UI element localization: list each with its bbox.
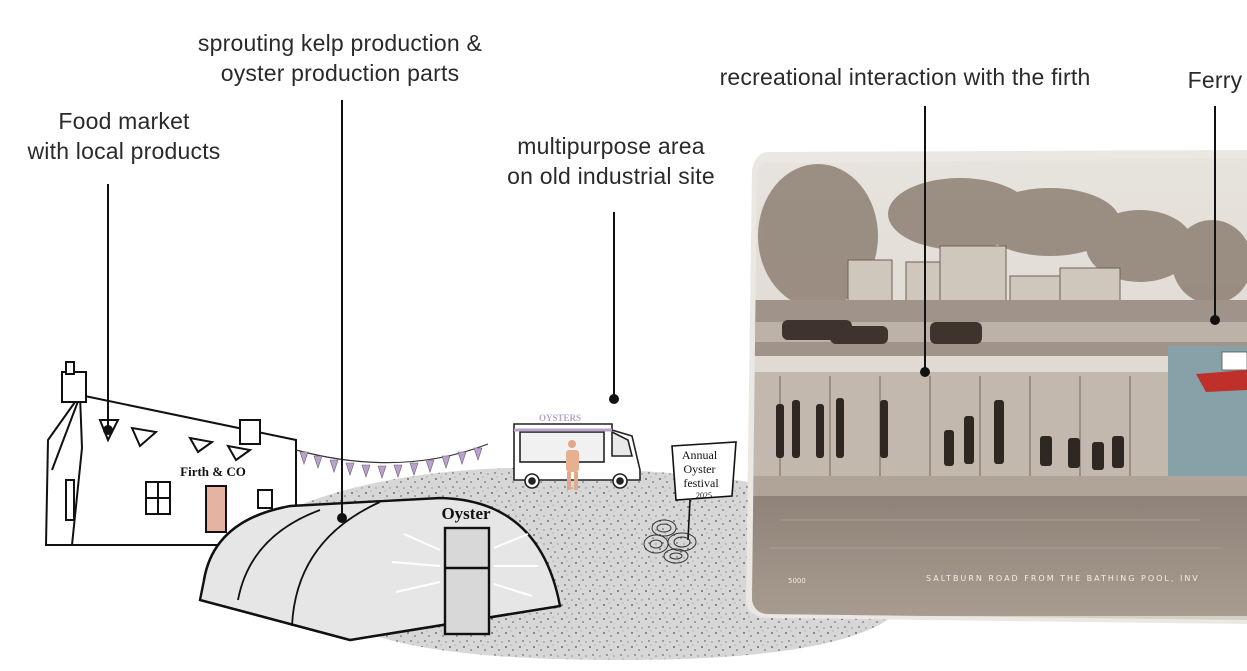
festival-sign-line2: Oyster [684,462,716,476]
tunnel-sign: Oyster [441,504,491,523]
bunting [295,443,489,479]
pin-multipurpose [609,394,619,404]
label-kelp-oyster: sprouting kelp production & oyster produ… [170,28,510,88]
polytunnel-glow [391,533,538,597]
pin-kelp-oyster [337,513,347,523]
label-kelp-oyster-line1: sprouting kelp production & [197,30,483,56]
label-food-market-line2: with local products [27,138,221,164]
label-multipurpose: multipurpose area on old industrial site [486,131,736,191]
festival-sign [671,441,737,541]
label-food-market: Food market with local products [14,106,234,166]
pin-recreational [920,367,930,377]
pin-food-market [103,425,113,435]
svg-text:Annual Oyster festival: Annual Oyster festival [682,448,720,490]
pin-ferry [1210,315,1220,325]
ferry-boat [1196,351,1247,392]
truck-sign: OYSTERS [539,413,581,423]
festival-sign-line1: Annual [682,448,718,462]
leader-lines [107,100,1216,518]
polytunnel [198,496,562,642]
label-recreational: recreational interaction with the firth [719,64,1091,90]
market-building-sign: Firth & CO [180,464,246,479]
oyster-shells [643,519,697,564]
label-food-market-line1: Food market [58,108,190,134]
vintage-photograph: 5000 SALTBURN ROAD FROM THE BATHING POOL… [746,150,1247,624]
label-multipurpose-line1: multipurpose area [517,133,705,159]
vendor-figure [566,440,579,490]
festival-sign-line3: festival [683,476,719,490]
label-kelp-oyster-line2: oyster production parts [220,60,460,86]
label-ferry: Ferry [1187,67,1243,93]
label-multipurpose-line2: on old industrial site [507,163,715,189]
photo-number: 5000 [788,577,806,585]
festival-sign-year: 2025 [696,491,712,500]
photo-caption: SALTBURN ROAD FROM THE BATHING POOL, INV [926,574,1200,583]
